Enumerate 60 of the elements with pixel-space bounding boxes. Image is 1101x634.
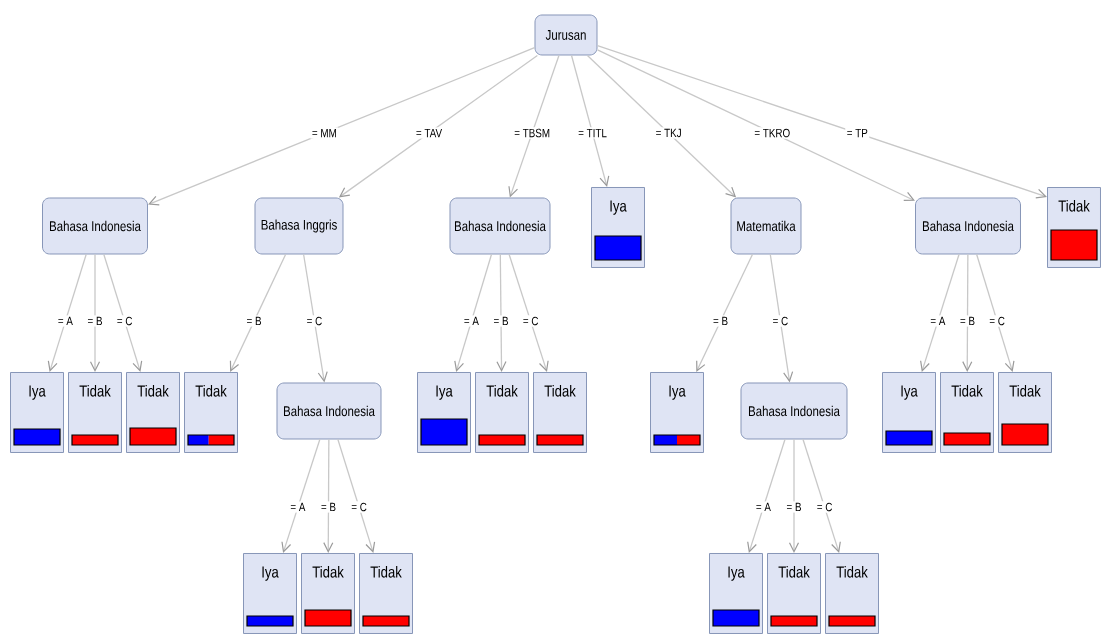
edge-label: = B [319,501,338,513]
edge-label: = B [958,315,977,327]
decision-node: Jurusan [534,14,598,56]
edge-label: = B [86,315,105,327]
edge-label: = B [245,315,264,327]
edge-label: = C [349,501,369,513]
decision-node: Bahasa Indonesia [449,197,551,255]
edge-label: = A [288,501,307,513]
edge-label: = C [815,501,834,513]
edge-label: = B [492,315,511,327]
arrow [229,253,287,372]
arrow [596,44,1047,199]
edge-label: = B [785,501,803,513]
edge-label: = TKJ [654,127,684,139]
arrow [769,253,794,383]
edge-label: = MM [310,127,339,139]
arrow [920,253,960,372]
decision-node: Bahasa Indonesia [276,382,382,440]
edge-label: = TKRO [752,127,792,139]
edge-label: = C [771,315,790,327]
arrow [338,54,538,198]
arrow [788,438,800,553]
arrow [47,253,87,372]
edge-label: = A [462,315,481,327]
decision-node: Matematika [730,197,802,255]
arrow [148,47,536,206]
arrow [89,253,101,372]
arrow [802,438,841,553]
arrow [103,253,143,372]
edge-label: = TBSM [512,127,552,139]
arrow [747,438,786,553]
arrow [302,253,328,383]
edge-label: = TAV [414,127,444,139]
edge-label: = B [711,315,730,327]
edge-label: = C [521,315,540,327]
arrow [508,253,549,372]
arrow [962,253,973,372]
edge-label: = TITL [576,127,609,139]
arrow [976,253,1015,372]
arrow [596,49,915,202]
arrow [281,438,321,553]
arrow [570,54,610,187]
decision-node: Bahasa Inggris [254,197,344,255]
decision-node: Bahasa Indonesia [740,382,848,440]
edge-label: = TP [845,127,870,139]
edge-label: = C [987,315,1007,327]
decision-node: Bahasa Indonesia [915,197,1021,255]
arrow [696,253,754,372]
edge-label: = A [754,501,773,513]
arrow [586,54,737,198]
arrow [337,438,376,553]
arrow [323,438,334,553]
arrow [508,54,560,198]
edge-label: = A [56,315,75,327]
edge-label: = C [305,315,324,327]
edge-label: = A [928,315,947,327]
edge-label: = C [115,315,134,327]
decision-node: Bahasa Indonesia [42,197,148,255]
arrow [454,253,493,372]
arrow [496,253,507,372]
